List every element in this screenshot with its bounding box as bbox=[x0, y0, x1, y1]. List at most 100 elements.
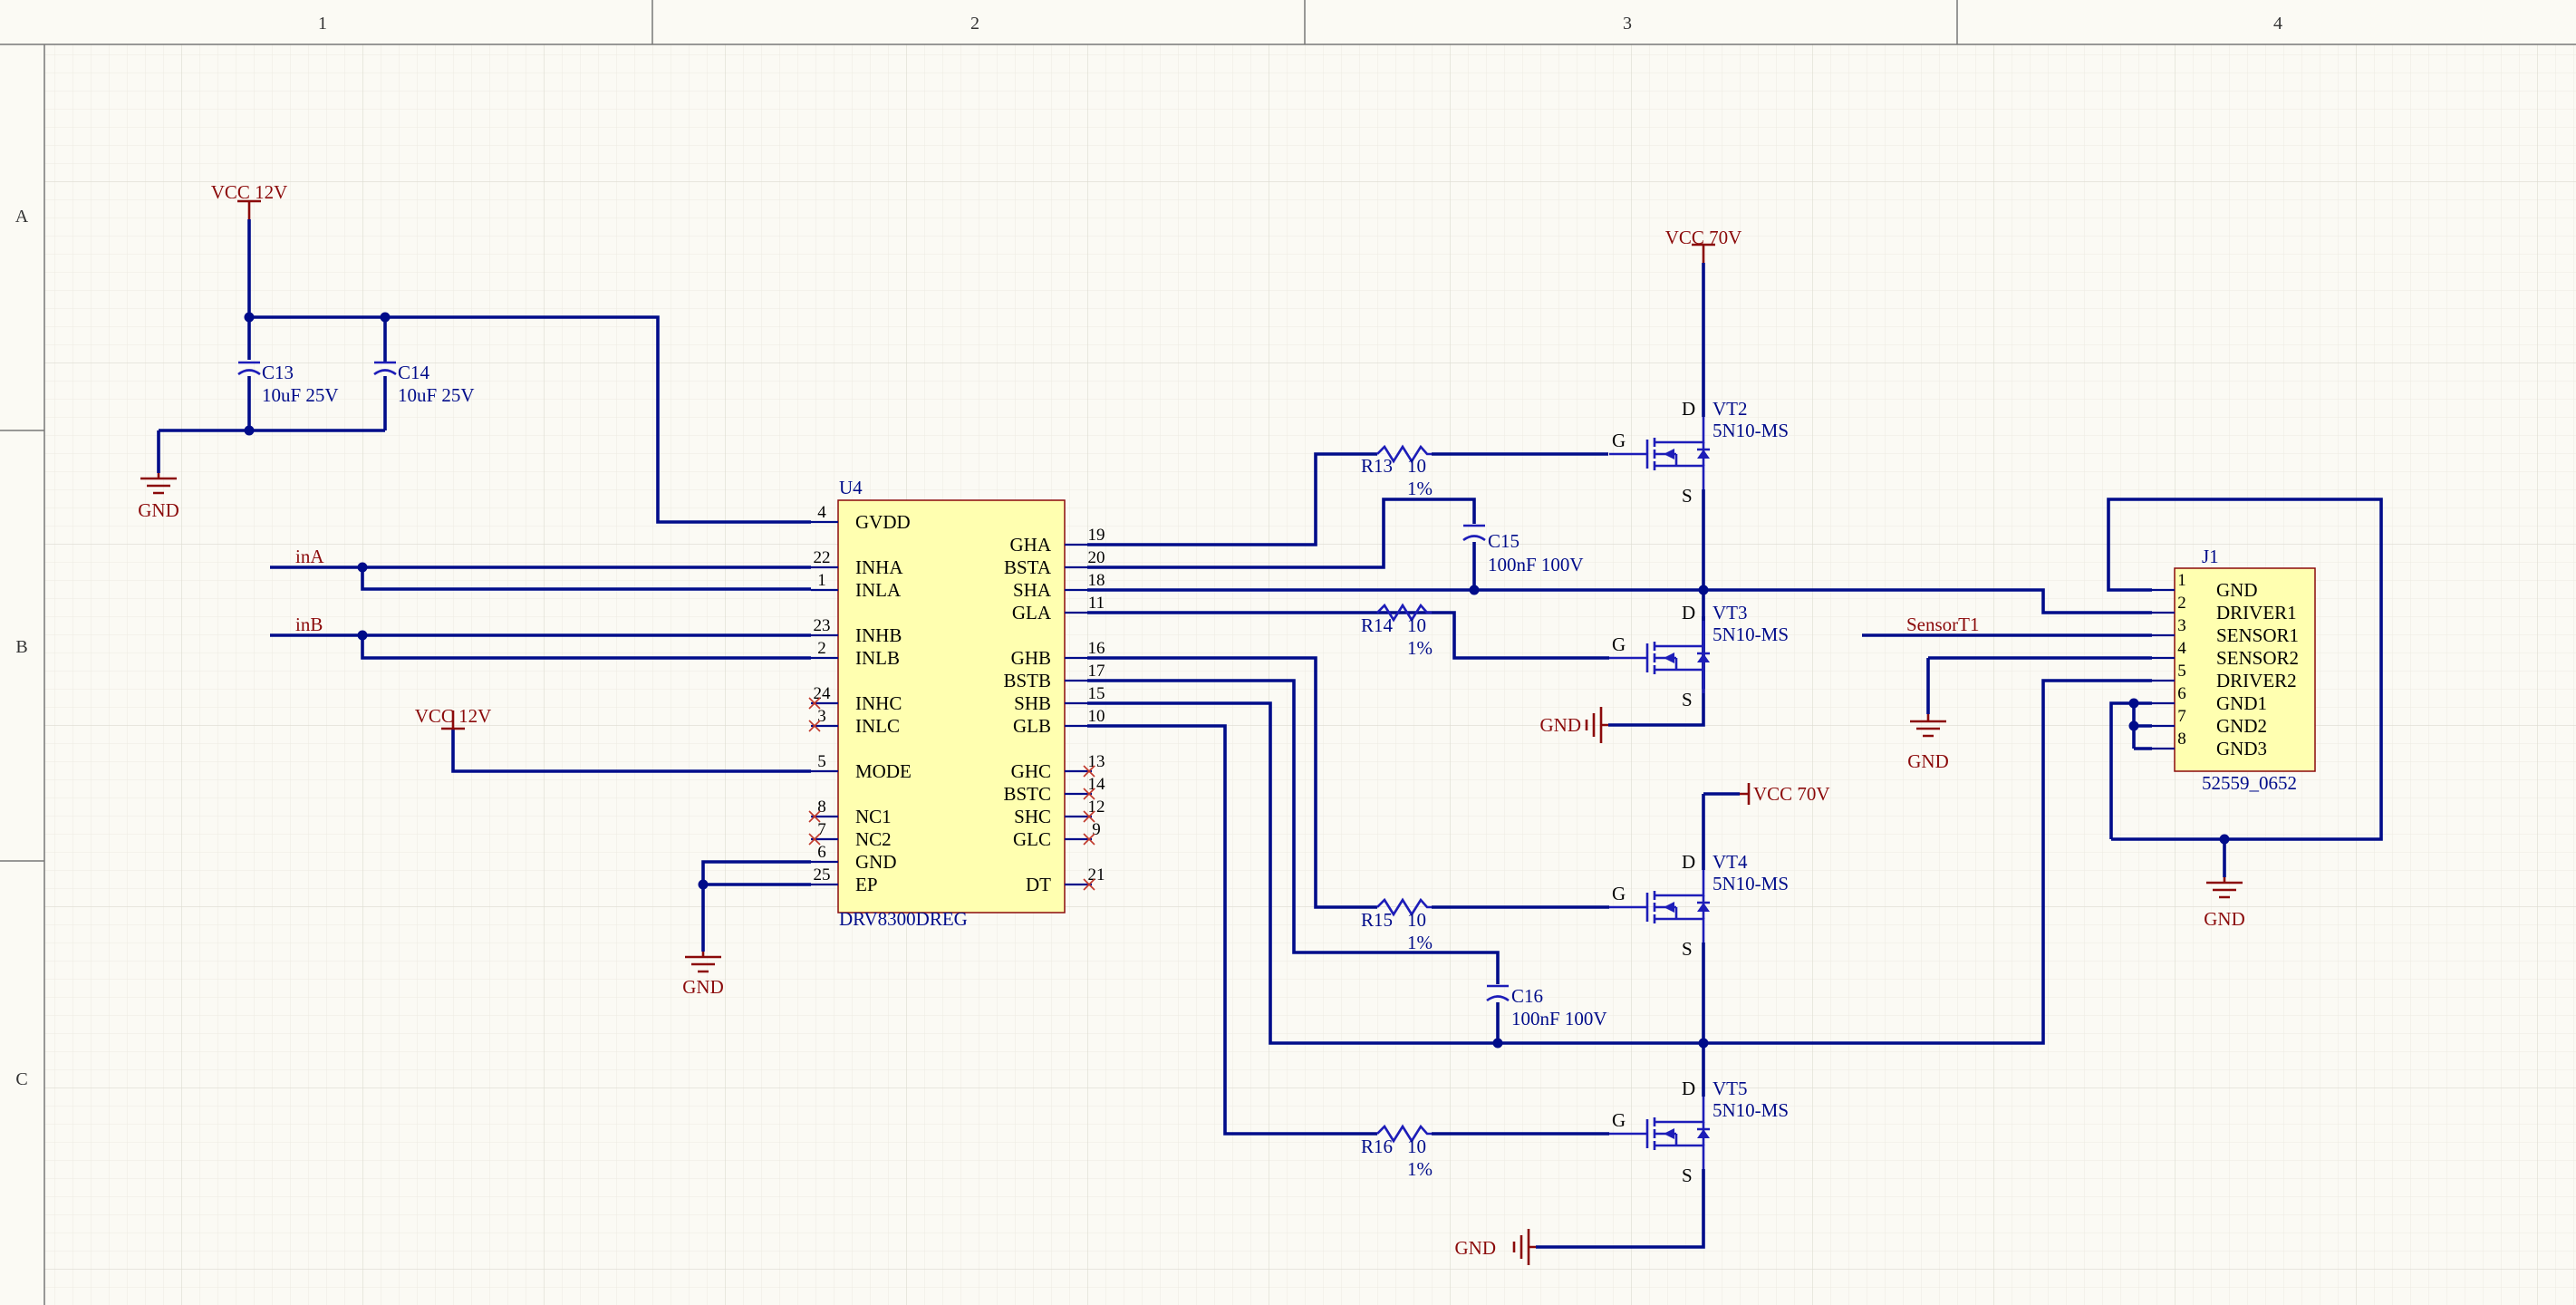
gnd-label-5: GND bbox=[1540, 714, 1582, 736]
u4-pin-num: 5 bbox=[817, 752, 826, 771]
j1-body bbox=[2174, 567, 2316, 772]
border-row-c: C bbox=[15, 1069, 27, 1089]
gnd-symbol-vt3: GND bbox=[1540, 707, 1608, 743]
border-col-4: 4 bbox=[2273, 14, 2282, 34]
u4-pin-name: BSTA bbox=[1004, 556, 1052, 578]
mosfet-part: 5N10-MS bbox=[1713, 624, 1789, 645]
resistor-r14: R14 10 1% bbox=[1361, 603, 1433, 659]
mosfet-source-label: S bbox=[1682, 1165, 1693, 1186]
mosfet-part: 5N10-MS bbox=[1713, 420, 1789, 441]
u4-right-pins: 19GHA20BSTA18SHA11GLA16GHB17BSTB15SHB10G… bbox=[1003, 526, 1105, 895]
u4-pin-name: INHB bbox=[855, 624, 902, 646]
j1-ref: J1 bbox=[2202, 546, 2219, 567]
c16-ref: C16 bbox=[1511, 985, 1543, 1007]
c13-value: 10uF 25V bbox=[262, 384, 339, 406]
u4-pin-name: BSTB bbox=[1003, 670, 1051, 691]
border-col-1: 1 bbox=[318, 14, 327, 34]
gnd-label-6: GND bbox=[1455, 1237, 1497, 1259]
mosfet-source-label: S bbox=[1682, 689, 1693, 710]
j1-pin-name: GND1 bbox=[2216, 692, 2267, 714]
u4-pin-num: 22 bbox=[814, 548, 831, 567]
u4-pin-nc2: 7 NC2 bbox=[808, 820, 892, 850]
j1-part: 52559_0652 bbox=[2202, 772, 2297, 794]
j1-pin-num: 4 bbox=[2177, 639, 2186, 658]
mosfet-gate-label: G bbox=[1612, 883, 1626, 904]
gnd-symbol-sensor: GND bbox=[1907, 714, 1949, 772]
gnd-label-3: GND bbox=[1907, 750, 1949, 772]
mosfet-ref: VT2 bbox=[1713, 398, 1748, 420]
gnd-label-1: GND bbox=[138, 499, 179, 521]
u4-pin-num: 7 bbox=[817, 820, 826, 839]
mosfet-part: 5N10-MS bbox=[1713, 1099, 1789, 1121]
capacitor-c13: C13 10uF 25V bbox=[237, 361, 339, 406]
u4-pin-num: 13 bbox=[1088, 752, 1105, 771]
mosfet-gate-label: G bbox=[1612, 1109, 1626, 1131]
j1-pin-num: 7 bbox=[2177, 707, 2186, 726]
r16-value: 10 bbox=[1407, 1136, 1426, 1157]
u4-pin-num: 8 bbox=[817, 798, 826, 817]
r13-value: 10 bbox=[1407, 455, 1426, 477]
r14-value: 10 bbox=[1407, 614, 1426, 636]
u4-pin-num: 4 bbox=[817, 503, 826, 522]
u4-part: DRV8300DREG bbox=[839, 908, 968, 930]
u4-pin-name: GND bbox=[855, 851, 897, 873]
u4-pin-name: INLB bbox=[855, 647, 900, 669]
u4-pin-mode: 5 MODE bbox=[811, 752, 912, 782]
gnd-label-4: GND bbox=[2204, 908, 2245, 930]
mosfet-drain-label: D bbox=[1682, 602, 1695, 624]
border-col-2: 2 bbox=[970, 14, 979, 34]
r13-ref: R13 bbox=[1361, 455, 1393, 477]
u4-pin-name: MODE bbox=[855, 760, 912, 782]
r16-ref: R16 bbox=[1361, 1136, 1393, 1157]
u4-pin-num: 23 bbox=[814, 616, 831, 635]
vcc12-mode-label: VCC 12V bbox=[415, 705, 492, 727]
u4-pin-num: 6 bbox=[817, 843, 826, 862]
power-port-vcc12-mode: VCC 12V bbox=[415, 705, 492, 730]
power-port-vcc70-top: VCC 70V bbox=[1665, 227, 1741, 263]
u4-pin-name: NC2 bbox=[855, 828, 892, 850]
j1-pin-num: 5 bbox=[2177, 662, 2186, 681]
u4-pin-name: SHC bbox=[1014, 806, 1051, 827]
j1-pin-name: DRIVER1 bbox=[2216, 602, 2297, 624]
power-port-vcc12-top: VCC 12V bbox=[211, 181, 287, 219]
u4-pin-name: GLB bbox=[1013, 715, 1051, 737]
junctions bbox=[244, 312, 2230, 1049]
u4-pin-name: BSTC bbox=[1003, 783, 1051, 805]
j1-pin-num: 8 bbox=[2177, 730, 2186, 749]
u4-pin-num: 15 bbox=[1088, 684, 1105, 703]
u4-pin-num: 16 bbox=[1088, 639, 1105, 658]
mosfet-drain-label: D bbox=[1682, 851, 1695, 873]
r14-ref: R14 bbox=[1361, 614, 1394, 636]
r15-value: 10 bbox=[1407, 909, 1426, 931]
mosfet-gate-label: G bbox=[1612, 633, 1626, 655]
mosfet-drain-label: D bbox=[1682, 1078, 1695, 1099]
power-port-vcc70-mid: VCC 70V bbox=[1703, 783, 1830, 805]
mosfet-gate-label: G bbox=[1612, 430, 1626, 451]
r15-ref: R15 bbox=[1361, 909, 1393, 931]
r13-tol: 1% bbox=[1407, 478, 1433, 499]
j1-pin-name: GND3 bbox=[2216, 738, 2267, 759]
border-col-3: 3 bbox=[1623, 14, 1632, 34]
u4-pin-num: 19 bbox=[1088, 526, 1105, 545]
c15-ref: C15 bbox=[1488, 530, 1520, 552]
mosfet-drain-label: D bbox=[1682, 398, 1695, 420]
net-label-sensor: SensorT1 bbox=[1906, 614, 1980, 635]
